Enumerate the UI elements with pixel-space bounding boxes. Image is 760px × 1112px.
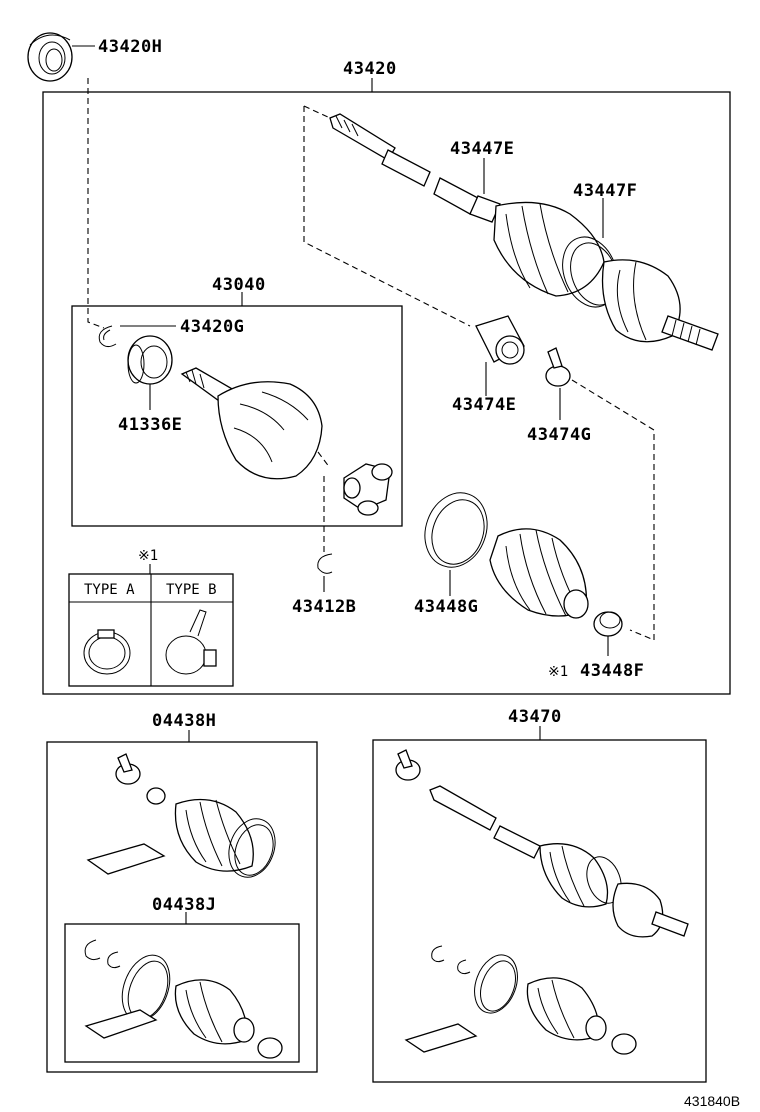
label-43447F[interactable]: 43447F [573, 181, 637, 201]
label-43040[interactable]: 43040 [212, 275, 266, 295]
note-mark: ※1 [138, 548, 158, 564]
kit-04438H-parts[interactable] [86, 753, 283, 884]
shaft-assembly-43470-parts[interactable] [395, 749, 689, 1055]
label-43448G[interactable]: 43448G [414, 597, 478, 617]
snap-ring-43420G[interactable] [98, 325, 117, 348]
clamp-type-legend [68, 573, 234, 687]
seal-41336E[interactable] [127, 335, 173, 385]
inboard-joint-box-43040 [71, 305, 403, 527]
assembly-box-43420 [42, 91, 731, 695]
label-43470[interactable]: 43470 [508, 707, 562, 727]
label-43412B[interactable]: 43412B [292, 597, 356, 617]
label-04438H[interactable]: 04438H [152, 711, 216, 731]
seal-43420H[interactable] [27, 32, 73, 82]
boot-clamp-43448F[interactable] [593, 611, 623, 637]
boot-kit-box-04438H [46, 741, 318, 1073]
snap-ring-43412B[interactable] [317, 553, 333, 574]
label-43420[interactable]: 43420 [343, 59, 397, 79]
inboard-boot[interactable] [489, 528, 589, 619]
label-43448F[interactable]: 43448F [580, 661, 644, 681]
tripod-joint[interactable] [343, 463, 393, 516]
note-ref-mark: ※1 [548, 664, 568, 680]
label-43447E[interactable]: 43447E [450, 139, 514, 159]
type-a-label: TYPE A [84, 582, 135, 598]
label-04438J[interactable]: 04438J [152, 895, 216, 915]
label-43420G[interactable]: 43420G [180, 317, 244, 337]
clamp-43474G[interactable] [545, 347, 571, 387]
boot-clamp-43448G[interactable] [415, 484, 497, 576]
clamp-type-b[interactable] [165, 609, 217, 675]
inboard-joint-housing[interactable] [180, 367, 323, 480]
kit-04438J-parts[interactable] [84, 939, 283, 1059]
type-b-label: TYPE B [166, 582, 217, 598]
figure-id: 431840B [684, 1093, 740, 1109]
label-41336E[interactable]: 41336E [118, 415, 182, 435]
boot-kit-box-04438J [64, 923, 300, 1063]
label-43420H[interactable]: 43420H [98, 37, 162, 57]
label-43474E[interactable]: 43474E [452, 395, 516, 415]
damper-43474E[interactable] [475, 315, 525, 365]
clamp-type-a[interactable] [83, 629, 131, 675]
drive-shaft-assembly[interactable] [329, 113, 719, 351]
label-43474G[interactable]: 43474G [527, 425, 591, 445]
